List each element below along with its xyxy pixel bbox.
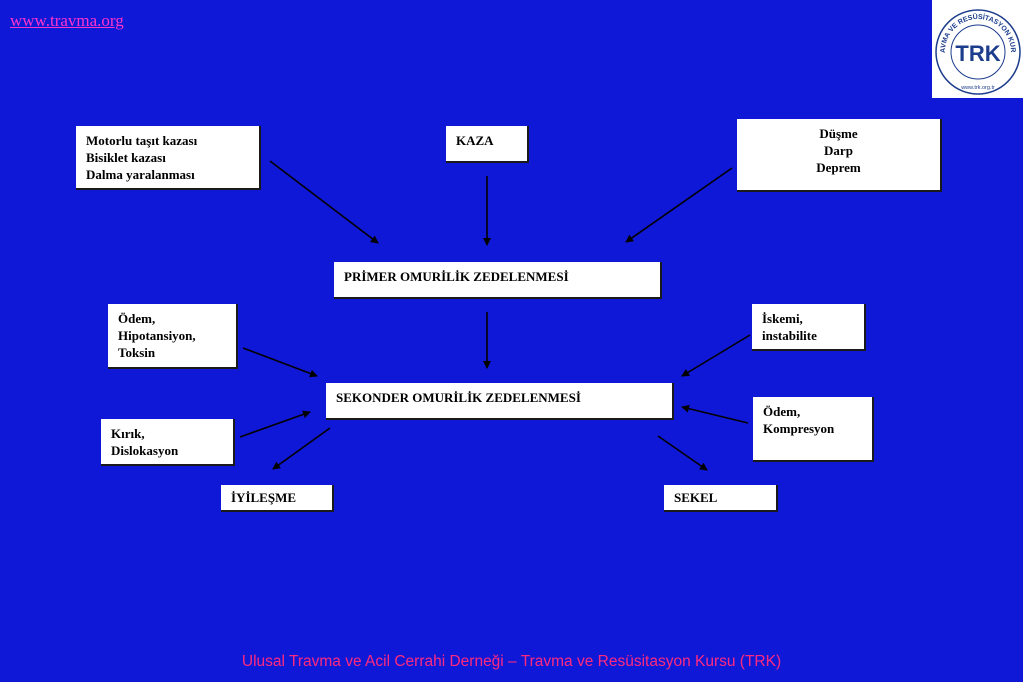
- cause-line: Darp: [824, 143, 853, 158]
- arrow-secondary-to-sequel: [657, 435, 708, 471]
- factor-line: Toksin: [118, 345, 156, 360]
- logo-center-text: TRK: [955, 41, 1000, 66]
- arrow-fracture-to-secondary: [239, 410, 311, 438]
- factor-compression-box: Ödem, Kompresyon: [753, 397, 874, 462]
- factor-line: Hipotansiyon,: [118, 328, 196, 343]
- cause-line: Deprem: [816, 160, 861, 175]
- arrow-fall-to-primary: [625, 167, 733, 243]
- arrow-vehicle-to-primary: [269, 160, 379, 244]
- primary-injury-box: PRİMER OMURİLİK ZEDELENMESİ: [334, 262, 662, 299]
- outcome-label: SEKEL: [674, 490, 718, 505]
- logo-url-text: www.trk.org.tr: [960, 85, 995, 91]
- kaza-box: KAZA: [446, 126, 529, 163]
- outcome-sequel-box: SEKEL: [664, 485, 778, 512]
- factor-line: Dislokasyon: [111, 443, 179, 458]
- cause-line: Dalma yaralanması: [86, 167, 195, 182]
- factor-ischemia-box: İskemi, instabilite: [752, 304, 866, 351]
- outcome-recovery-box: İYİLEŞME: [221, 485, 334, 512]
- factor-line: Kırık,: [111, 426, 145, 441]
- arrow-compression-to-secondary: [681, 404, 749, 424]
- factor-edema-box: Ödem, Hipotansiyon, Toksin: [108, 304, 238, 369]
- footer-text: Ulusal Travma ve Acil Cerrahi Derneği – …: [241, 653, 782, 670]
- factor-line: İskemi,: [762, 311, 803, 326]
- secondary-injury-box: SEKONDER OMURİLİK ZEDELENMESİ: [326, 383, 674, 420]
- trk-logo: TRAVMA VE RESÜSİTASYON KURSU TRK www.trk…: [929, 0, 1023, 98]
- factor-line: instabilite: [762, 328, 817, 343]
- website-link[interactable]: www.travma.org: [10, 11, 124, 30]
- causes-fall-box: Düşme Darp Deprem: [737, 119, 942, 192]
- arrow-edema-to-secondary: [242, 347, 318, 378]
- primary-label: PRİMER OMURİLİK ZEDELENMESİ: [344, 269, 569, 284]
- kaza-label: KAZA: [456, 133, 494, 148]
- factor-line: Ödem,: [763, 404, 801, 419]
- arrow-ischemia-to-secondary: [681, 334, 751, 377]
- secondary-label: SEKONDER OMURİLİK ZEDELENMESİ: [336, 390, 581, 405]
- factor-fracture-box: Kırık, Dislokasyon: [101, 419, 235, 466]
- cause-line: Bisiklet kazası: [86, 150, 166, 165]
- factor-line: Kompresyon: [763, 421, 835, 436]
- cause-line: Motorlu taşıt kazası: [86, 133, 198, 148]
- cause-line: Düşme: [819, 126, 858, 141]
- causes-vehicle-box: Motorlu taşıt kazası Bisiklet kazası Dal…: [76, 126, 261, 190]
- factor-line: Ödem,: [118, 311, 156, 326]
- arrow-secondary-to-recovery: [272, 427, 331, 470]
- outcome-label: İYİLEŞME: [231, 490, 297, 505]
